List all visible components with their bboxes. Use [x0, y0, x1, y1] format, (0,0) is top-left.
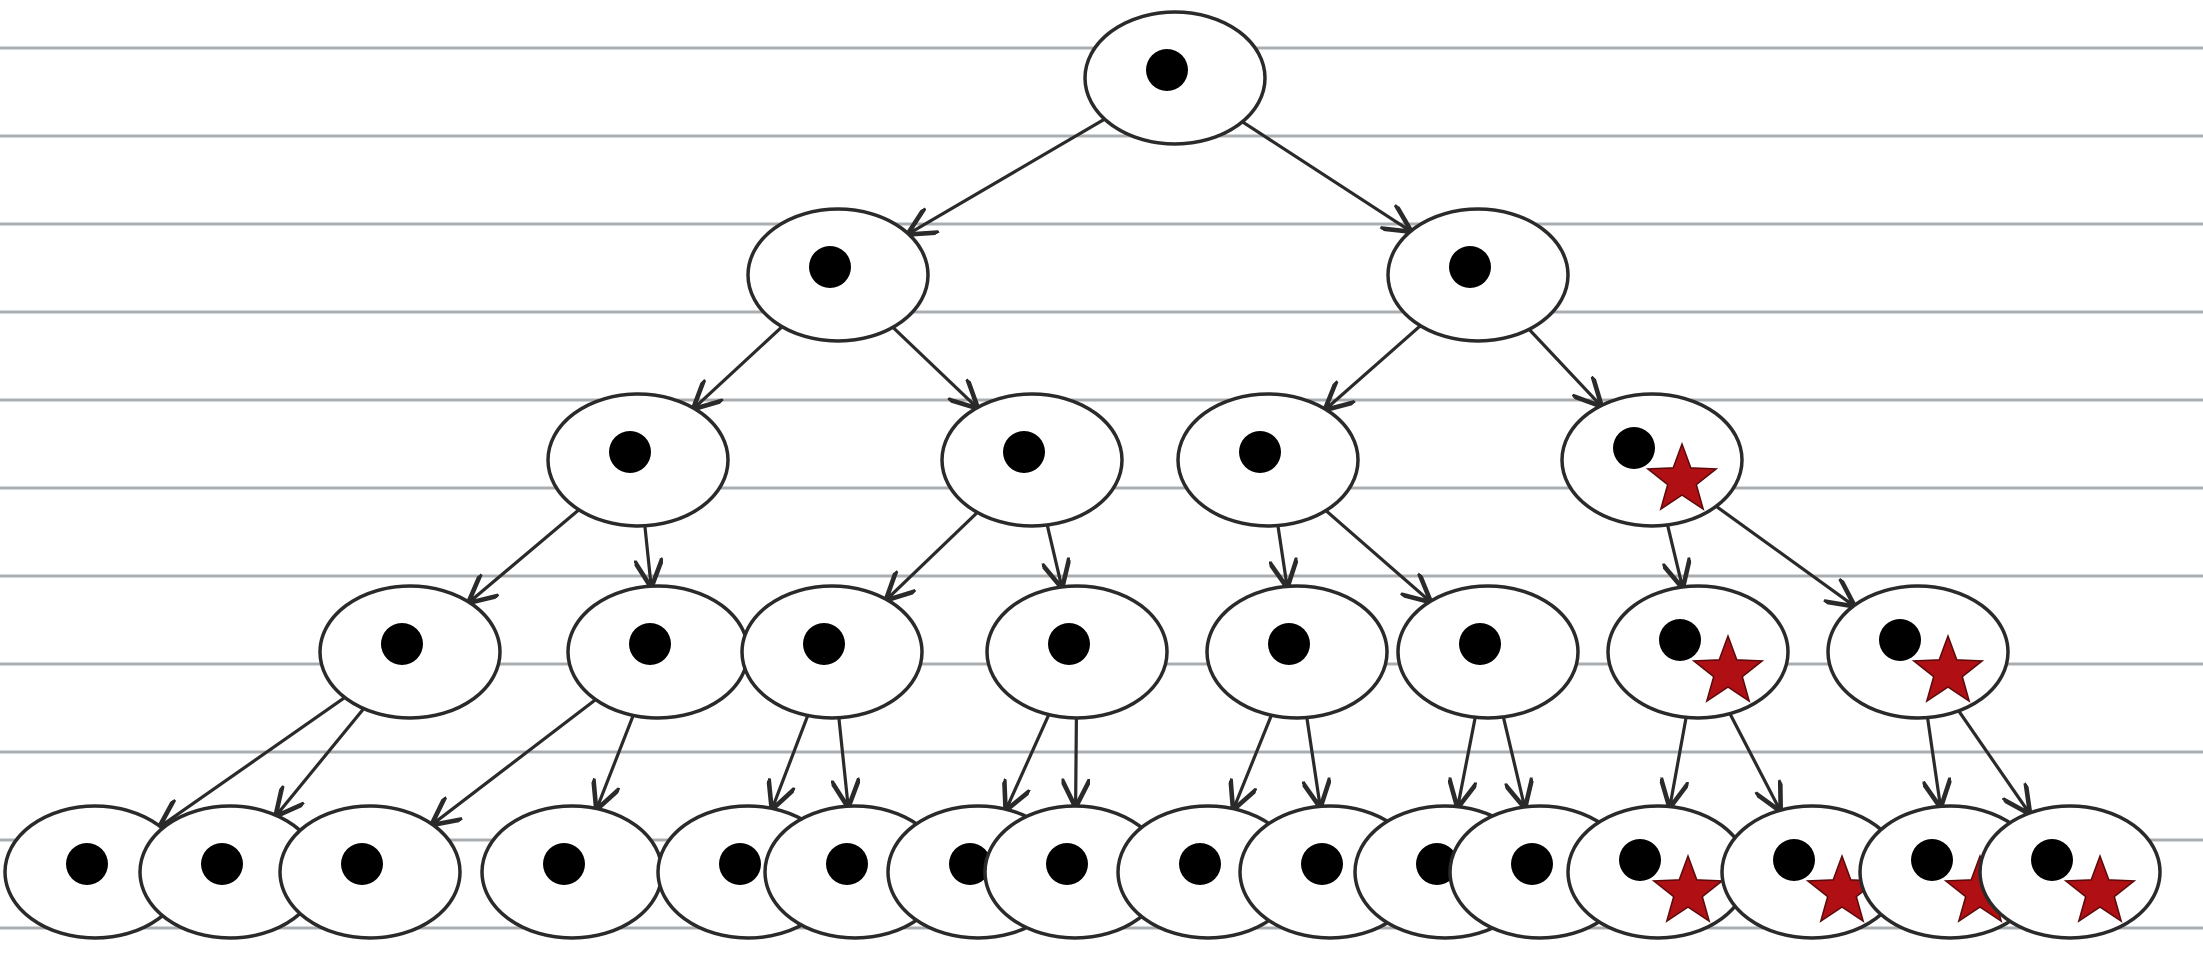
arrow-icon [1927, 716, 1940, 805]
nucleus-dot-icon [1613, 427, 1655, 469]
nucleus-dot-icon [949, 843, 991, 885]
cell-node [480, 804, 664, 940]
nucleus-dot-icon [1179, 843, 1221, 885]
arrow-icon [1278, 524, 1287, 585]
nucleus-dot-icon [1268, 623, 1310, 665]
cell-node [1978, 804, 2162, 940]
arrow-icon [1323, 508, 1429, 601]
cell-node [1396, 584, 1580, 720]
star-icon [1645, 441, 1719, 511]
nucleus-dot-icon [543, 843, 585, 885]
star-icon [1651, 853, 1725, 923]
nucleus-dot-icon [1879, 619, 1921, 661]
arrow-icon [1727, 711, 1779, 809]
arrow-icon [888, 510, 980, 598]
nucleus-dot-icon [719, 843, 761, 885]
nucleus-dot-icon [803, 623, 845, 665]
cell-icon [1978, 804, 2162, 940]
arrow-icon [1234, 713, 1274, 807]
arrow-icon [1713, 504, 1853, 604]
cell-node [1205, 584, 1389, 720]
arrow-icon [890, 325, 976, 406]
arrow-icon [1007, 712, 1051, 808]
nucleus-dot-icon [341, 843, 383, 885]
nucleus-dot-icon [1511, 843, 1553, 885]
nucleus-dot-icon [1773, 839, 1815, 881]
nucleus-dot-icon [1659, 619, 1701, 661]
nucleus-dot-icon [1048, 623, 1090, 665]
arrow-icon [1047, 523, 1062, 586]
cell-icon [1826, 584, 2010, 720]
cell-node [740, 584, 924, 720]
nucleus-dot-icon [1046, 843, 1088, 885]
cell-node [138, 804, 322, 940]
cell-node [1606, 584, 1790, 720]
cell-node [940, 392, 1124, 528]
nucleus-dot-icon [1459, 623, 1501, 665]
star-icon [1911, 633, 1985, 703]
cell-node [1826, 584, 2010, 720]
arrow-icon [1670, 715, 1686, 805]
cell-node [1386, 207, 1570, 343]
cell-node [566, 584, 750, 720]
nucleus-dot-icon [826, 843, 868, 885]
cell-node [278, 804, 462, 940]
cell-node [1083, 10, 1267, 146]
cell-node [1176, 392, 1360, 528]
nucleus-dot-icon [809, 246, 851, 288]
star-icon [2063, 853, 2137, 923]
arrow-icon [910, 116, 1107, 233]
cell-node [746, 207, 930, 343]
star-icon [1691, 633, 1765, 703]
cell-node [546, 392, 730, 528]
arrow-icon [839, 716, 848, 804]
cell-icon [1606, 584, 1790, 720]
arrow-icon [1526, 327, 1600, 404]
arrow-icon [434, 697, 598, 824]
nucleus-dot-icon [2031, 839, 2073, 881]
nucleus-dot-icon [66, 843, 108, 885]
nucleus-dot-icon [381, 623, 423, 665]
arrow-icon [1458, 715, 1475, 805]
cell-nodes [3, 10, 2162, 940]
nucleus-dot-icon [629, 623, 671, 665]
arrow-icon [1501, 715, 1524, 806]
arrow-icon [1307, 716, 1320, 805]
arrow-icon [1956, 708, 2029, 812]
nucleus-dot-icon [1449, 246, 1491, 288]
arrow-icon [1327, 323, 1423, 409]
nucleus-dot-icon [1911, 839, 1953, 881]
nucleus-dot-icon [1003, 431, 1045, 473]
arrow-icon [161, 695, 348, 826]
arrow-icon [1076, 716, 1077, 805]
nucleus-dot-icon [1416, 843, 1458, 885]
cell-icon [1560, 392, 1744, 528]
arrow-icon [695, 324, 785, 408]
cell-node [985, 584, 1169, 720]
nucleus-dot-icon [1146, 49, 1188, 91]
cell-node [318, 584, 502, 720]
arrow-icon [470, 507, 582, 601]
arrow-icon [597, 713, 636, 807]
cell-node [1566, 804, 1750, 940]
nucleus-dot-icon [1619, 839, 1661, 881]
arrow-icon [645, 524, 651, 584]
nucleus-dot-icon [1301, 843, 1343, 885]
nucleus-dot-icon [1239, 431, 1281, 473]
arrow-icon [277, 706, 366, 814]
nucleus-dot-icon [609, 431, 651, 473]
nucleus-dot-icon [201, 843, 243, 885]
division-arrows [161, 116, 2029, 826]
arrow-icon [1667, 523, 1682, 586]
arrow-icon [773, 713, 810, 807]
cell-node [1560, 392, 1744, 528]
arrow-icon [1240, 119, 1409, 230]
